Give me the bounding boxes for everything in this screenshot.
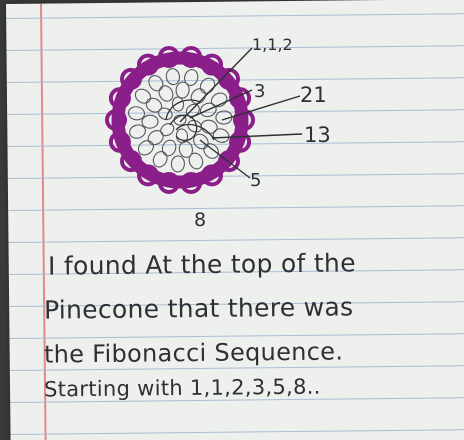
scale bbox=[193, 133, 209, 150]
scale bbox=[127, 106, 146, 121]
scale bbox=[171, 96, 185, 112]
note-line-4: Starting with 1,1,2,3,5,8.. bbox=[43, 374, 321, 402]
label-3: 3 bbox=[254, 81, 265, 102]
outline-scallop bbox=[157, 46, 180, 68]
spiral-strokes bbox=[165, 99, 215, 141]
scale bbox=[203, 143, 220, 159]
scale bbox=[199, 77, 216, 94]
label-21: 21 bbox=[300, 83, 327, 107]
label-5: 5 bbox=[250, 170, 261, 191]
outline-scallop bbox=[201, 53, 223, 76]
pinecone-scales bbox=[127, 68, 233, 173]
scale bbox=[212, 128, 230, 143]
outline-scallop bbox=[180, 46, 203, 68]
scale bbox=[210, 92, 228, 108]
scale bbox=[160, 122, 175, 137]
leader-lines bbox=[179, 47, 303, 179]
outline-scallop bbox=[120, 150, 142, 173]
label-13: 13 bbox=[304, 123, 331, 147]
scale bbox=[170, 155, 185, 173]
outline-scallop bbox=[137, 53, 159, 76]
outline-scallop bbox=[233, 109, 255, 131]
label-8: 8 bbox=[194, 209, 206, 231]
scale bbox=[161, 139, 177, 157]
outline-scallop bbox=[201, 164, 223, 187]
scale bbox=[145, 97, 163, 113]
scale bbox=[129, 124, 146, 139]
note-line-2: Pinecone that there was bbox=[43, 292, 354, 325]
outline-scallop bbox=[105, 109, 127, 131]
outline-scallop bbox=[180, 172, 203, 194]
outline-scallop bbox=[108, 130, 131, 153]
outline-scallop bbox=[229, 130, 252, 153]
scale bbox=[141, 114, 159, 129]
scale bbox=[134, 88, 152, 104]
outline-scallop bbox=[108, 87, 131, 110]
outline-scallop bbox=[229, 87, 252, 110]
scale bbox=[175, 81, 190, 99]
scale bbox=[200, 119, 218, 134]
scale bbox=[188, 152, 204, 170]
scale bbox=[152, 151, 168, 168]
scale bbox=[178, 140, 194, 158]
scale bbox=[184, 69, 199, 86]
outline-scallop bbox=[120, 67, 142, 90]
note-line-1: I found At the top of the bbox=[47, 248, 356, 281]
scale bbox=[190, 88, 206, 105]
pinecone-outline bbox=[105, 46, 255, 194]
outline-scallop bbox=[137, 164, 159, 187]
scale bbox=[148, 75, 164, 92]
scale bbox=[137, 140, 154, 156]
note-line-3: the Fibonacci Sequence. bbox=[43, 337, 344, 369]
scale bbox=[165, 68, 180, 86]
outline-scallop bbox=[218, 150, 240, 173]
label-1-1-2: 1,1,2 bbox=[252, 35, 293, 54]
scale bbox=[187, 119, 203, 133]
outline-scallop bbox=[157, 172, 180, 194]
scale bbox=[147, 129, 164, 146]
outline-scallop bbox=[218, 67, 240, 90]
